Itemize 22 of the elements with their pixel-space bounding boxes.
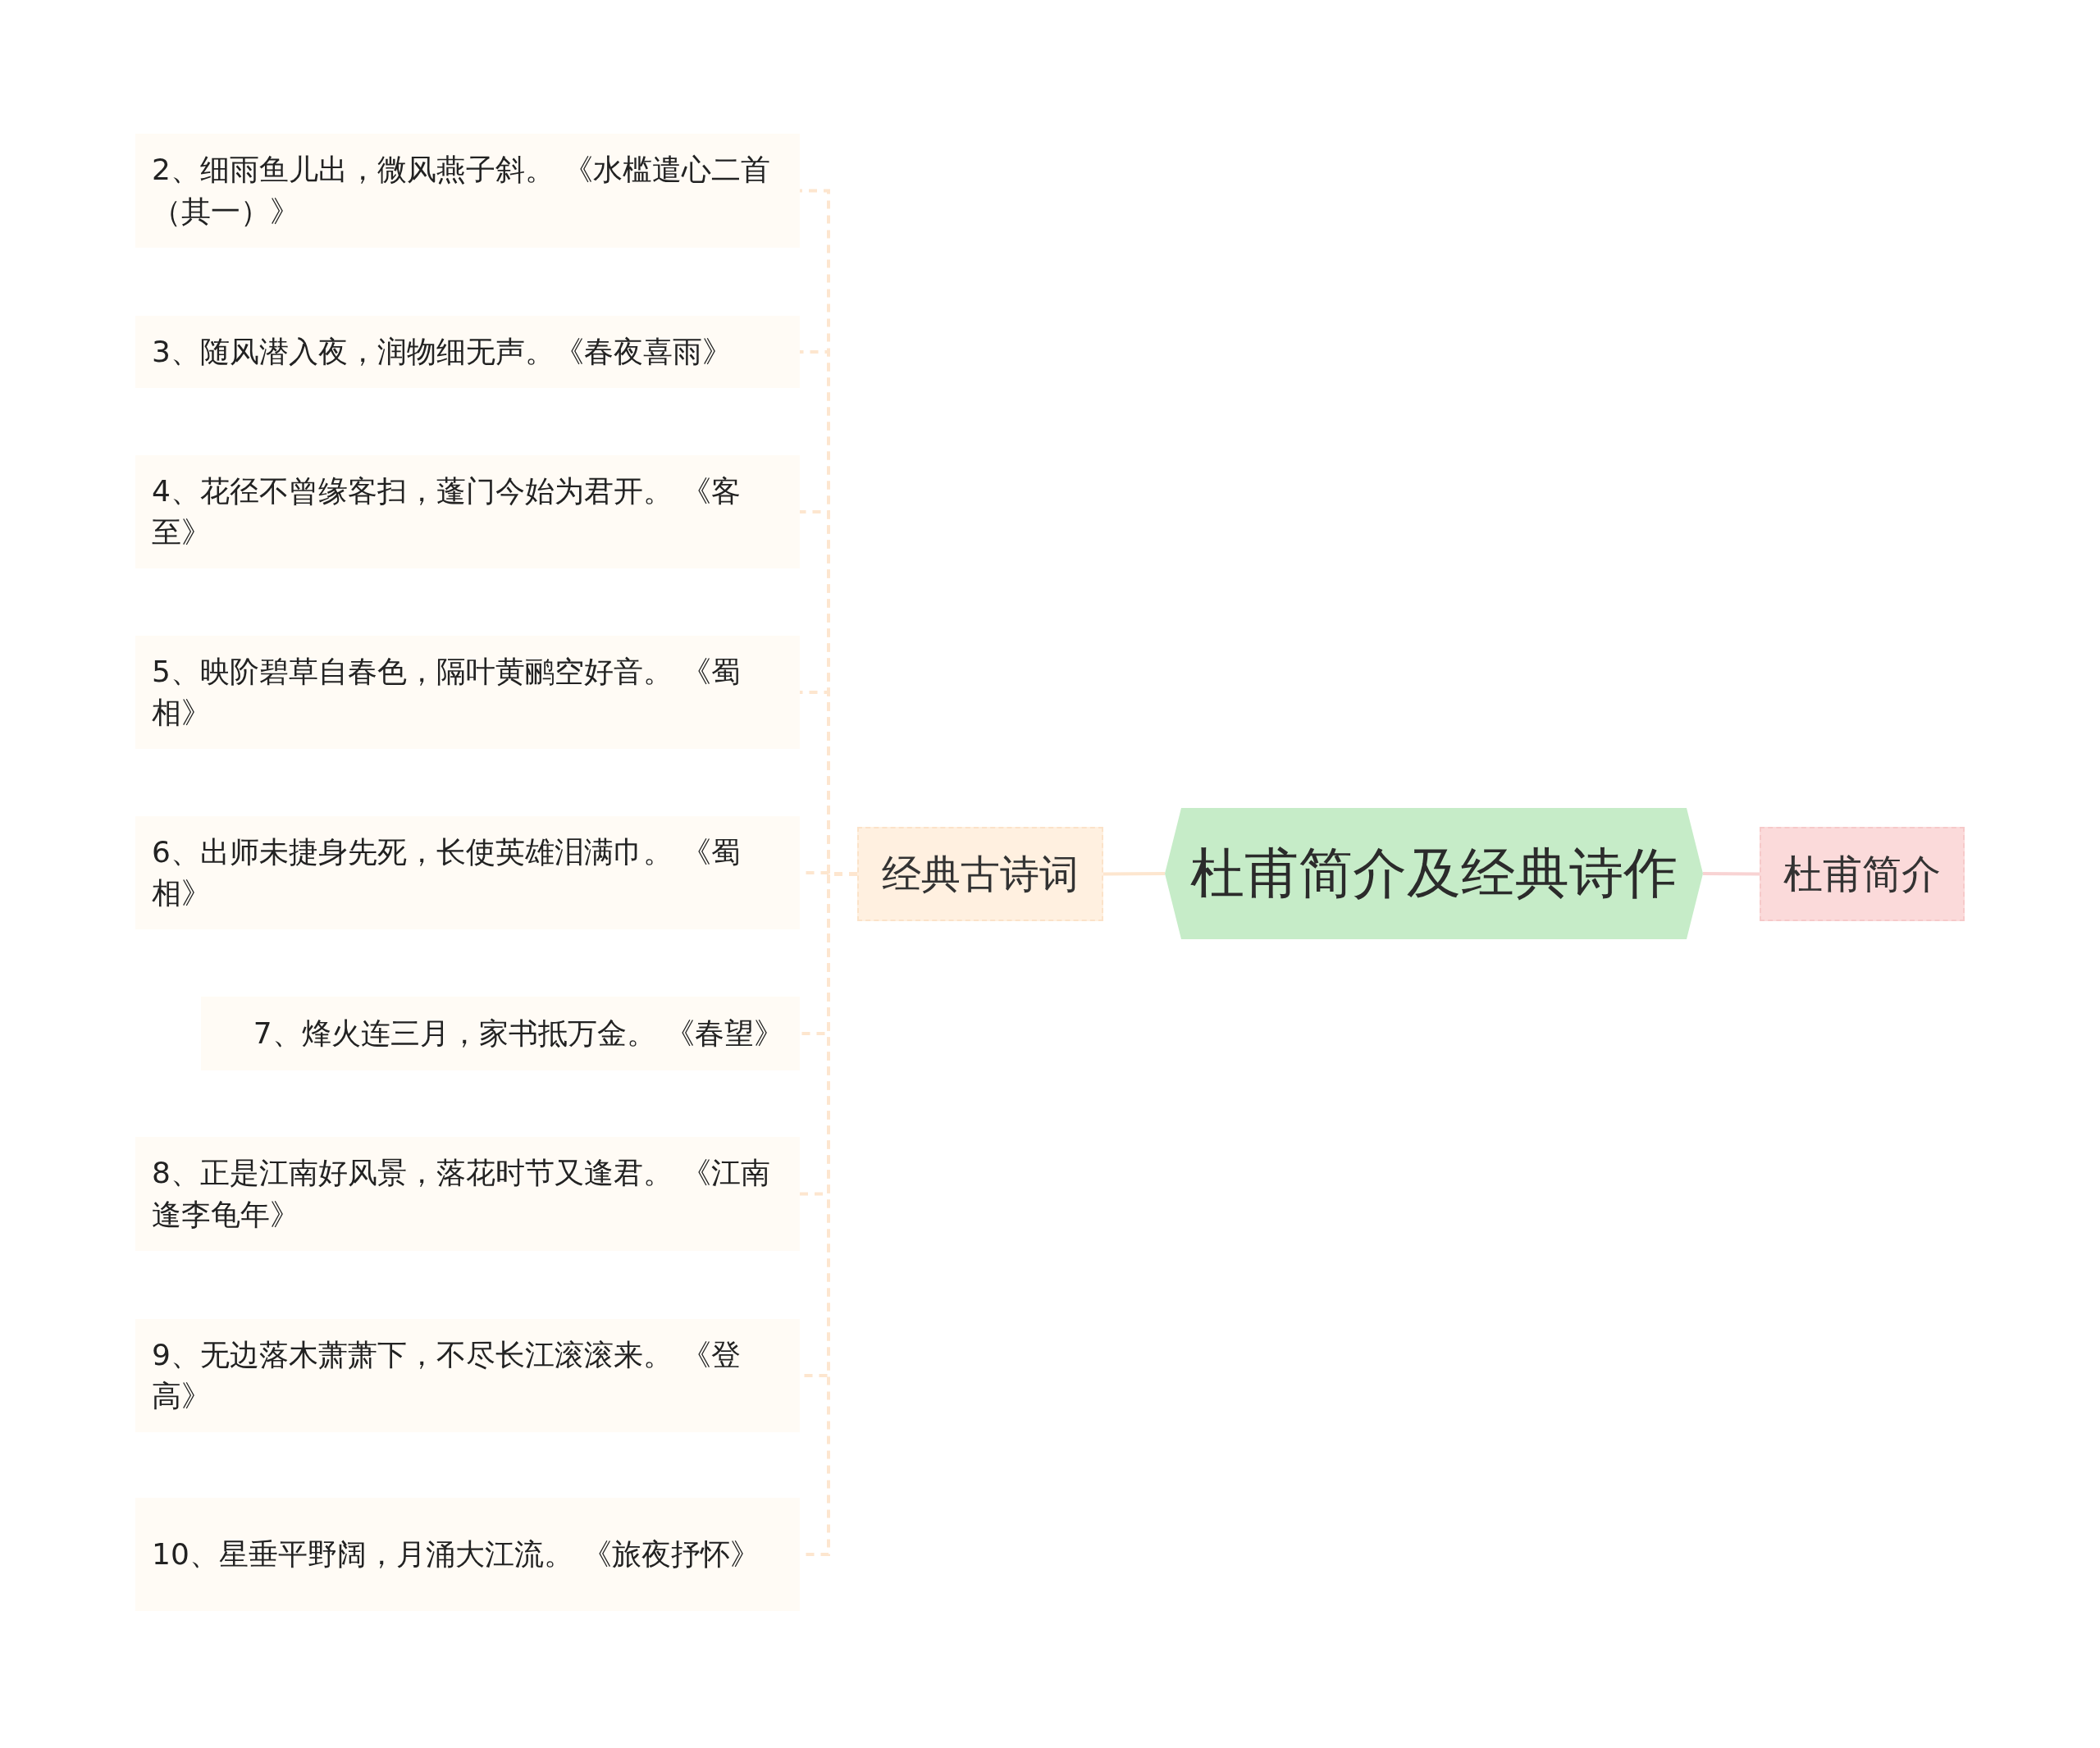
node-text: 8、正是江南好风景，落花时节又逢君。 《江南逢李龟年》 (152, 1155, 772, 1233)
node-text: 6、出师未捷身先死，长使英雄泪满巾。 《蜀相》 (152, 833, 742, 911)
topic-box (1760, 827, 1965, 921)
node-text: 经典古诗词 (882, 849, 1079, 898)
poem-line-card (135, 455, 800, 568)
topic-box (857, 827, 1103, 921)
poem-line-card (135, 316, 800, 388)
node-text: 杜甫简介 (1783, 849, 1941, 898)
poem-line-card (135, 636, 800, 749)
node-text: 3、随风潜入夜，润物细无声。《春夜喜雨》 (152, 333, 732, 370)
node-text: 5、映阶碧草自春色，隔叶黄鹂空好音。 《蜀相》 (152, 653, 742, 731)
connector-line (1103, 872, 1165, 876)
node-text: 9、无边落木萧萧下，不尽长江滚滚来。 《登高》 (152, 1336, 742, 1414)
poem-line-card (135, 134, 800, 248)
node-text: 2、细雨鱼儿出，微风燕子斜。 《水槛遣心二首（其一）》 (152, 152, 772, 230)
poem-line-card (135, 1137, 800, 1251)
connector-line (1703, 872, 1760, 876)
root-hexagon (1165, 808, 1703, 939)
title-text: 杜甫简介及经典诗作 (1190, 840, 1678, 906)
node-text: 4、花径不曾缘客扫，蓬门今始为君开。 《客至》 (152, 472, 742, 550)
node-text: 10、星垂平野阔，月涌大江流。 《旅夜抒怀》 (152, 1536, 760, 1572)
node-text: 7、烽火连三月，家书抵万金。 《春望》 (253, 1015, 783, 1052)
